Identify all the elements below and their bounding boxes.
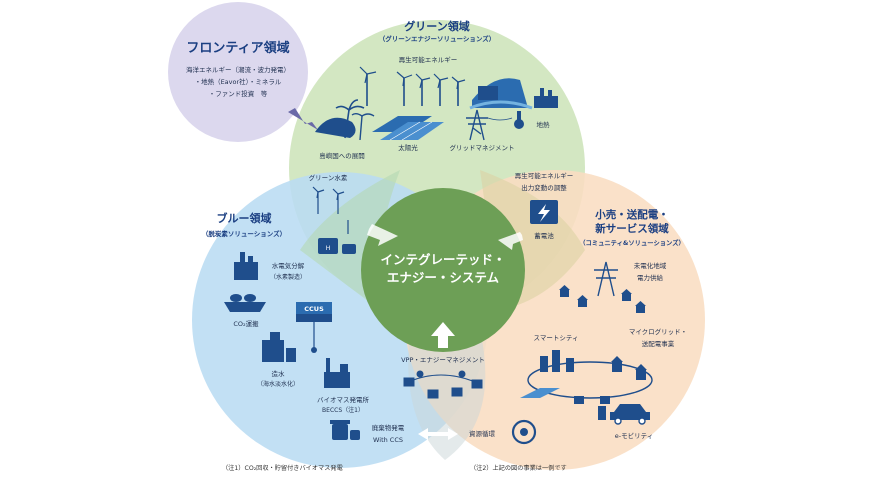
arrow-from-vpp [431,322,455,348]
footnote-1: （注1）CO₂回収・貯留付きバイオマス発電 [222,464,343,472]
biomass-line-1: バイオマス発電所 [317,395,370,404]
island-palm-icon [315,99,375,141]
desal-line-1: 造水 [272,369,286,378]
electrolysis-line-1: 水電気分解 [272,261,305,270]
frontier-line-3: ・ファンド投資 等 [209,89,268,98]
blue-retail-overlap [408,330,486,460]
wind-turbine-icon [359,66,377,106]
electrolysis-plant-icon [234,252,258,280]
factory-icon [534,88,558,108]
wind-turbine-icon [415,73,431,106]
wind-turbine-icons [359,66,466,106]
co2-ship-icon [224,294,266,312]
battery-label: 蓄電池 [534,231,554,240]
biomass-plant-icon [324,358,350,388]
integrated-energy-circle [361,188,525,352]
recycling-label: 資源循環 [469,429,496,438]
waste-bin-icon [330,420,360,440]
arrow-from-green [367,224,398,246]
hydrogen-wind-icon [312,186,345,214]
renew-adjust-line-2: 出力変動の調整 [521,183,567,192]
e-mobility-label: e-モビリティ [615,431,653,440]
center-title-line-2: エナジー・システム [387,270,500,285]
hydrogen-tank-icon: H [318,220,356,254]
smart-city-label: スマートシティ [534,334,579,342]
arrow-waste-to-recycling [418,428,458,440]
frontier-line-1: 海洋エネルギー（潮流・波力発電） [186,65,290,74]
frontier-domain-circle [168,2,308,142]
arrow-from-retail [498,232,523,250]
transmission-tower-icon [466,109,513,141]
microgrid-line-2: 送配電事業 [642,339,675,348]
e-mobility-car-icon [598,404,650,425]
solar-panel-icon [372,116,444,141]
wind-turbine-icon [451,76,466,106]
grid-management-label: グリッドマネジメント [450,143,515,152]
arrow-frontier-to-green [288,108,318,130]
unelectrified-line-2: 電力供給 [637,273,664,282]
retail-title-line-1: 小売・送配電・ [594,208,669,221]
waste-power-line-1: 廃棄物発電 [372,423,405,432]
hydro-dam-icon [469,78,533,110]
h2-tank-mark: H [326,245,331,252]
village-houses-icon [559,285,646,313]
blue-subtitle: （脱炭素ソリューションズ） [202,229,286,238]
renew-adjust-line-1: 再生可能エネルギー [515,171,574,180]
ccus-label: CCUS [304,305,324,313]
green-hydrogen-label: グリーン水素 [309,173,348,182]
solar-label: 太陽光 [398,143,418,152]
co2-transport-label: CO₂運搬 [233,319,259,328]
green-title: グリーン領域 [404,19,469,33]
wind-turbine-icon [396,71,413,106]
waste-power-line-2: With CCS [373,436,403,444]
recycling-icon [511,419,537,445]
frontier-line-2: ・地熱（Eavor社）・ミネラル [195,77,282,86]
rural-tower-icon [594,261,618,297]
center-title-line-1: インテグレーテッド・ [380,252,505,267]
vpp-network-icon [403,370,483,399]
battery-icon [530,200,558,224]
biomass-line-2: BECCS（注1） [322,406,364,414]
microgrid-line-1: マイクログリッド・ [629,327,687,336]
wind-turbine-icon [433,73,449,106]
island-expansion-label: 島嶼国への展開 [319,151,365,160]
blue-title: ブルー領域 [217,211,272,225]
renewable-label: 再生可能エネルギー [399,55,458,64]
vpp-label: VPP・エナジーマネジメント [401,356,485,364]
frontier-title: フロンティア領域 [186,40,289,56]
arrows-to-center [288,108,523,440]
green-subtitle: （グリーンエナジーソリューションズ） [379,34,495,43]
desal-line-2: （海水淡水化） [257,380,299,388]
geothermal-label: 地熱 [537,120,551,129]
ccus-facility-icon: CCUS [296,302,332,353]
geothermal-icon [514,111,524,129]
desalination-plant-icon [262,332,296,362]
unelectrified-line-1: 未電化地域 [634,261,667,270]
microgrid-ring-icon [520,350,653,404]
retail-subtitle: （コミュニティ&ソリューションズ） [579,238,685,247]
retail-title-line-2: 新サービス領域 [595,222,669,235]
electrolysis-line-2: （水素製造） [270,273,306,281]
footnote-2: （注2）上記の図の事業は一例です [470,464,567,472]
